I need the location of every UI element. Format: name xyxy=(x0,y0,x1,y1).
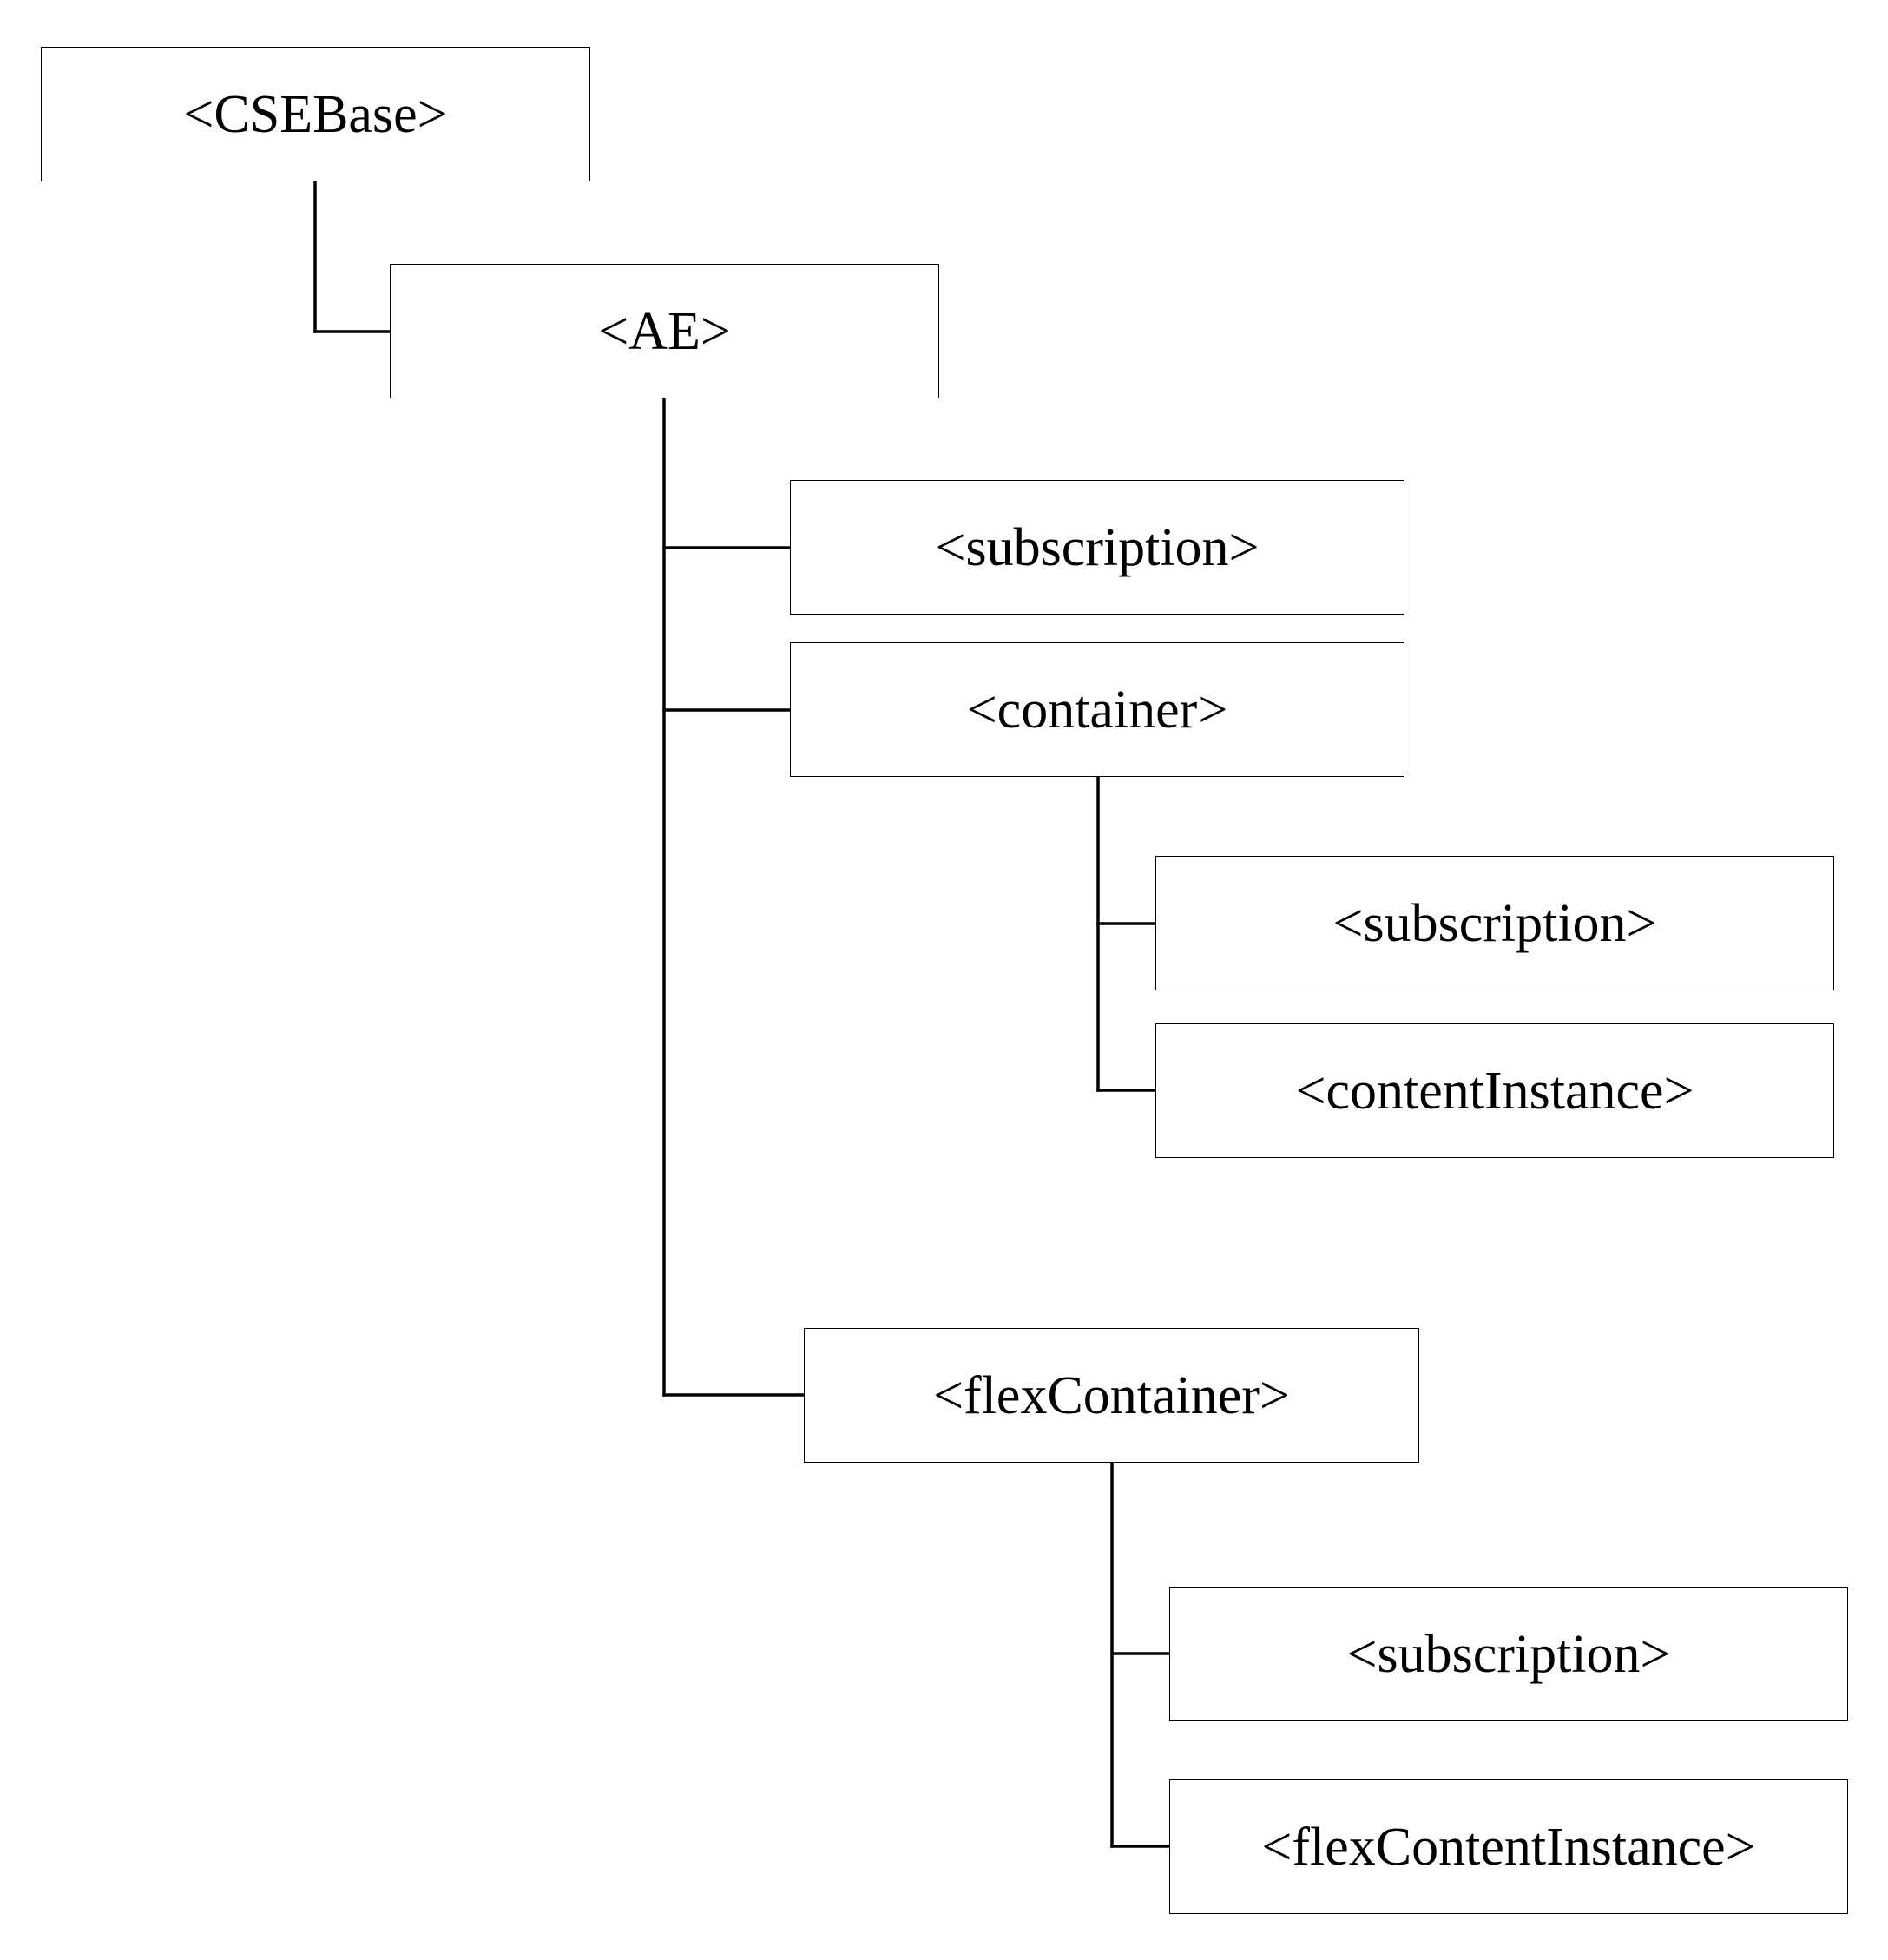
node-flex-container: <flexContainer> xyxy=(804,1328,1419,1463)
node-flex-content-instance-label: <flexContentInstance> xyxy=(1261,1817,1756,1877)
node-container-subscription: <subscription> xyxy=(1155,856,1834,990)
node-container-label: <container> xyxy=(966,680,1228,740)
node-csebase: <CSEBase> xyxy=(41,47,590,181)
node-container-subscription-label: <subscription> xyxy=(1332,893,1657,953)
node-content-instance: <contentInstance> xyxy=(1155,1023,1834,1158)
node-flex-container-label: <flexContainer> xyxy=(933,1365,1290,1425)
node-flex-subscription: <subscription> xyxy=(1169,1587,1848,1721)
node-content-instance-label: <contentInstance> xyxy=(1295,1061,1694,1121)
node-ae-label: <AE> xyxy=(598,301,731,361)
node-flex-subscription-label: <subscription> xyxy=(1346,1624,1671,1684)
node-csebase-label: <CSEBase> xyxy=(183,84,448,144)
node-ae-subscription: <subscription> xyxy=(790,480,1404,615)
node-container: <container> xyxy=(790,642,1404,777)
node-ae: <AE> xyxy=(390,264,939,398)
node-ae-subscription-label: <subscription> xyxy=(935,517,1260,577)
node-flex-content-instance: <flexContentInstance> xyxy=(1169,1779,1848,1914)
